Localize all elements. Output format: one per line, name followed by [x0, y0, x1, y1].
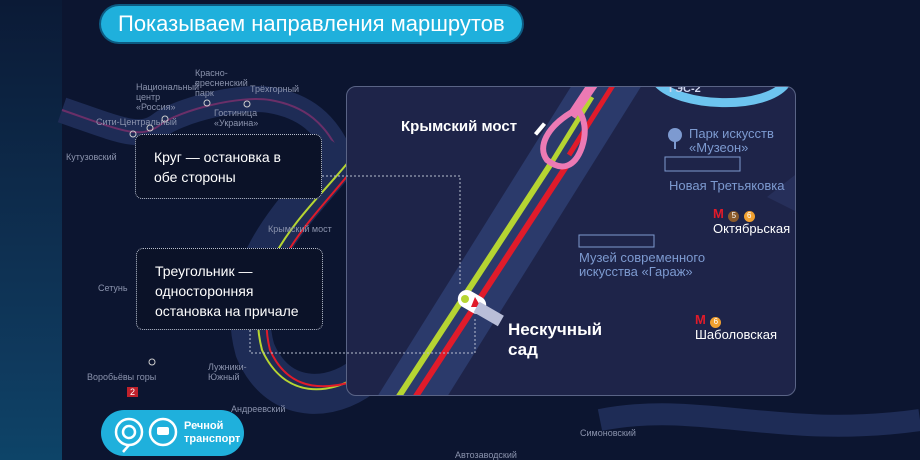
river-transport-badge: Речной транспорт	[101, 410, 244, 456]
bg-label: Воробьёвы горы	[87, 372, 157, 382]
bg-label: Кутузовский	[66, 152, 117, 162]
bg-label: Симоновский	[580, 428, 636, 438]
brand-logo-icon	[114, 417, 178, 453]
bg-label: Сетунь	[98, 283, 128, 293]
pier-name-neskuchny[interactable]: Нескучный сад	[508, 320, 603, 359]
bg-label: Лужники-Южный	[208, 362, 247, 382]
callout-triangle: Треугольник — односторонняя остановка на…	[136, 248, 323, 330]
poi-garage: Музей современного искусства «Гараж»	[579, 250, 706, 279]
bg-label: Гостиница «Украина»	[214, 108, 259, 128]
brand-label: Речной транспорт	[184, 420, 241, 445]
metro-icon: М	[713, 206, 724, 221]
slide-title: Показываем направления маршрутов	[101, 6, 522, 42]
callout-circle: Круг — остановка в обе стороны	[135, 134, 322, 199]
line-badge: 5	[728, 211, 740, 222]
bg-label: Национальный центр «Россия»	[136, 82, 200, 112]
metro-icon: М	[695, 312, 706, 327]
bg-badge: 2	[127, 387, 139, 397]
pier-name-krymsky[interactable]: Крымский мост	[401, 118, 518, 135]
ges-label: ГЭС-2	[669, 86, 701, 95]
bg-label: Автозаводский	[455, 450, 517, 460]
metro-shabolovskaya[interactable]: М 6	[695, 311, 722, 329]
metro-oktyabrskaya[interactable]: М 5 6	[713, 205, 755, 223]
line-badge: 6	[710, 317, 722, 328]
bg-label: Андреевский	[231, 404, 286, 414]
bg-label: Сити-Центральный	[96, 117, 177, 127]
poi-museon: Парк искусств «Музеон»	[689, 126, 774, 155]
poi-tretyakovka: Новая Третьяковка	[669, 178, 785, 193]
bg-label: Красно-пресненский парк	[195, 68, 248, 98]
bg-label: Крымский мост	[268, 224, 332, 234]
bg-label: Трёхгорный	[250, 84, 300, 94]
metro-name: Шаболовская	[695, 327, 777, 342]
metro-name: Октябрьская	[713, 221, 791, 236]
left-gradient	[0, 0, 62, 460]
line-badge: 6	[743, 211, 755, 222]
detail-map-panel: ГЭС-2 Крымский мост Нескучный сад Парк и…	[346, 86, 796, 396]
